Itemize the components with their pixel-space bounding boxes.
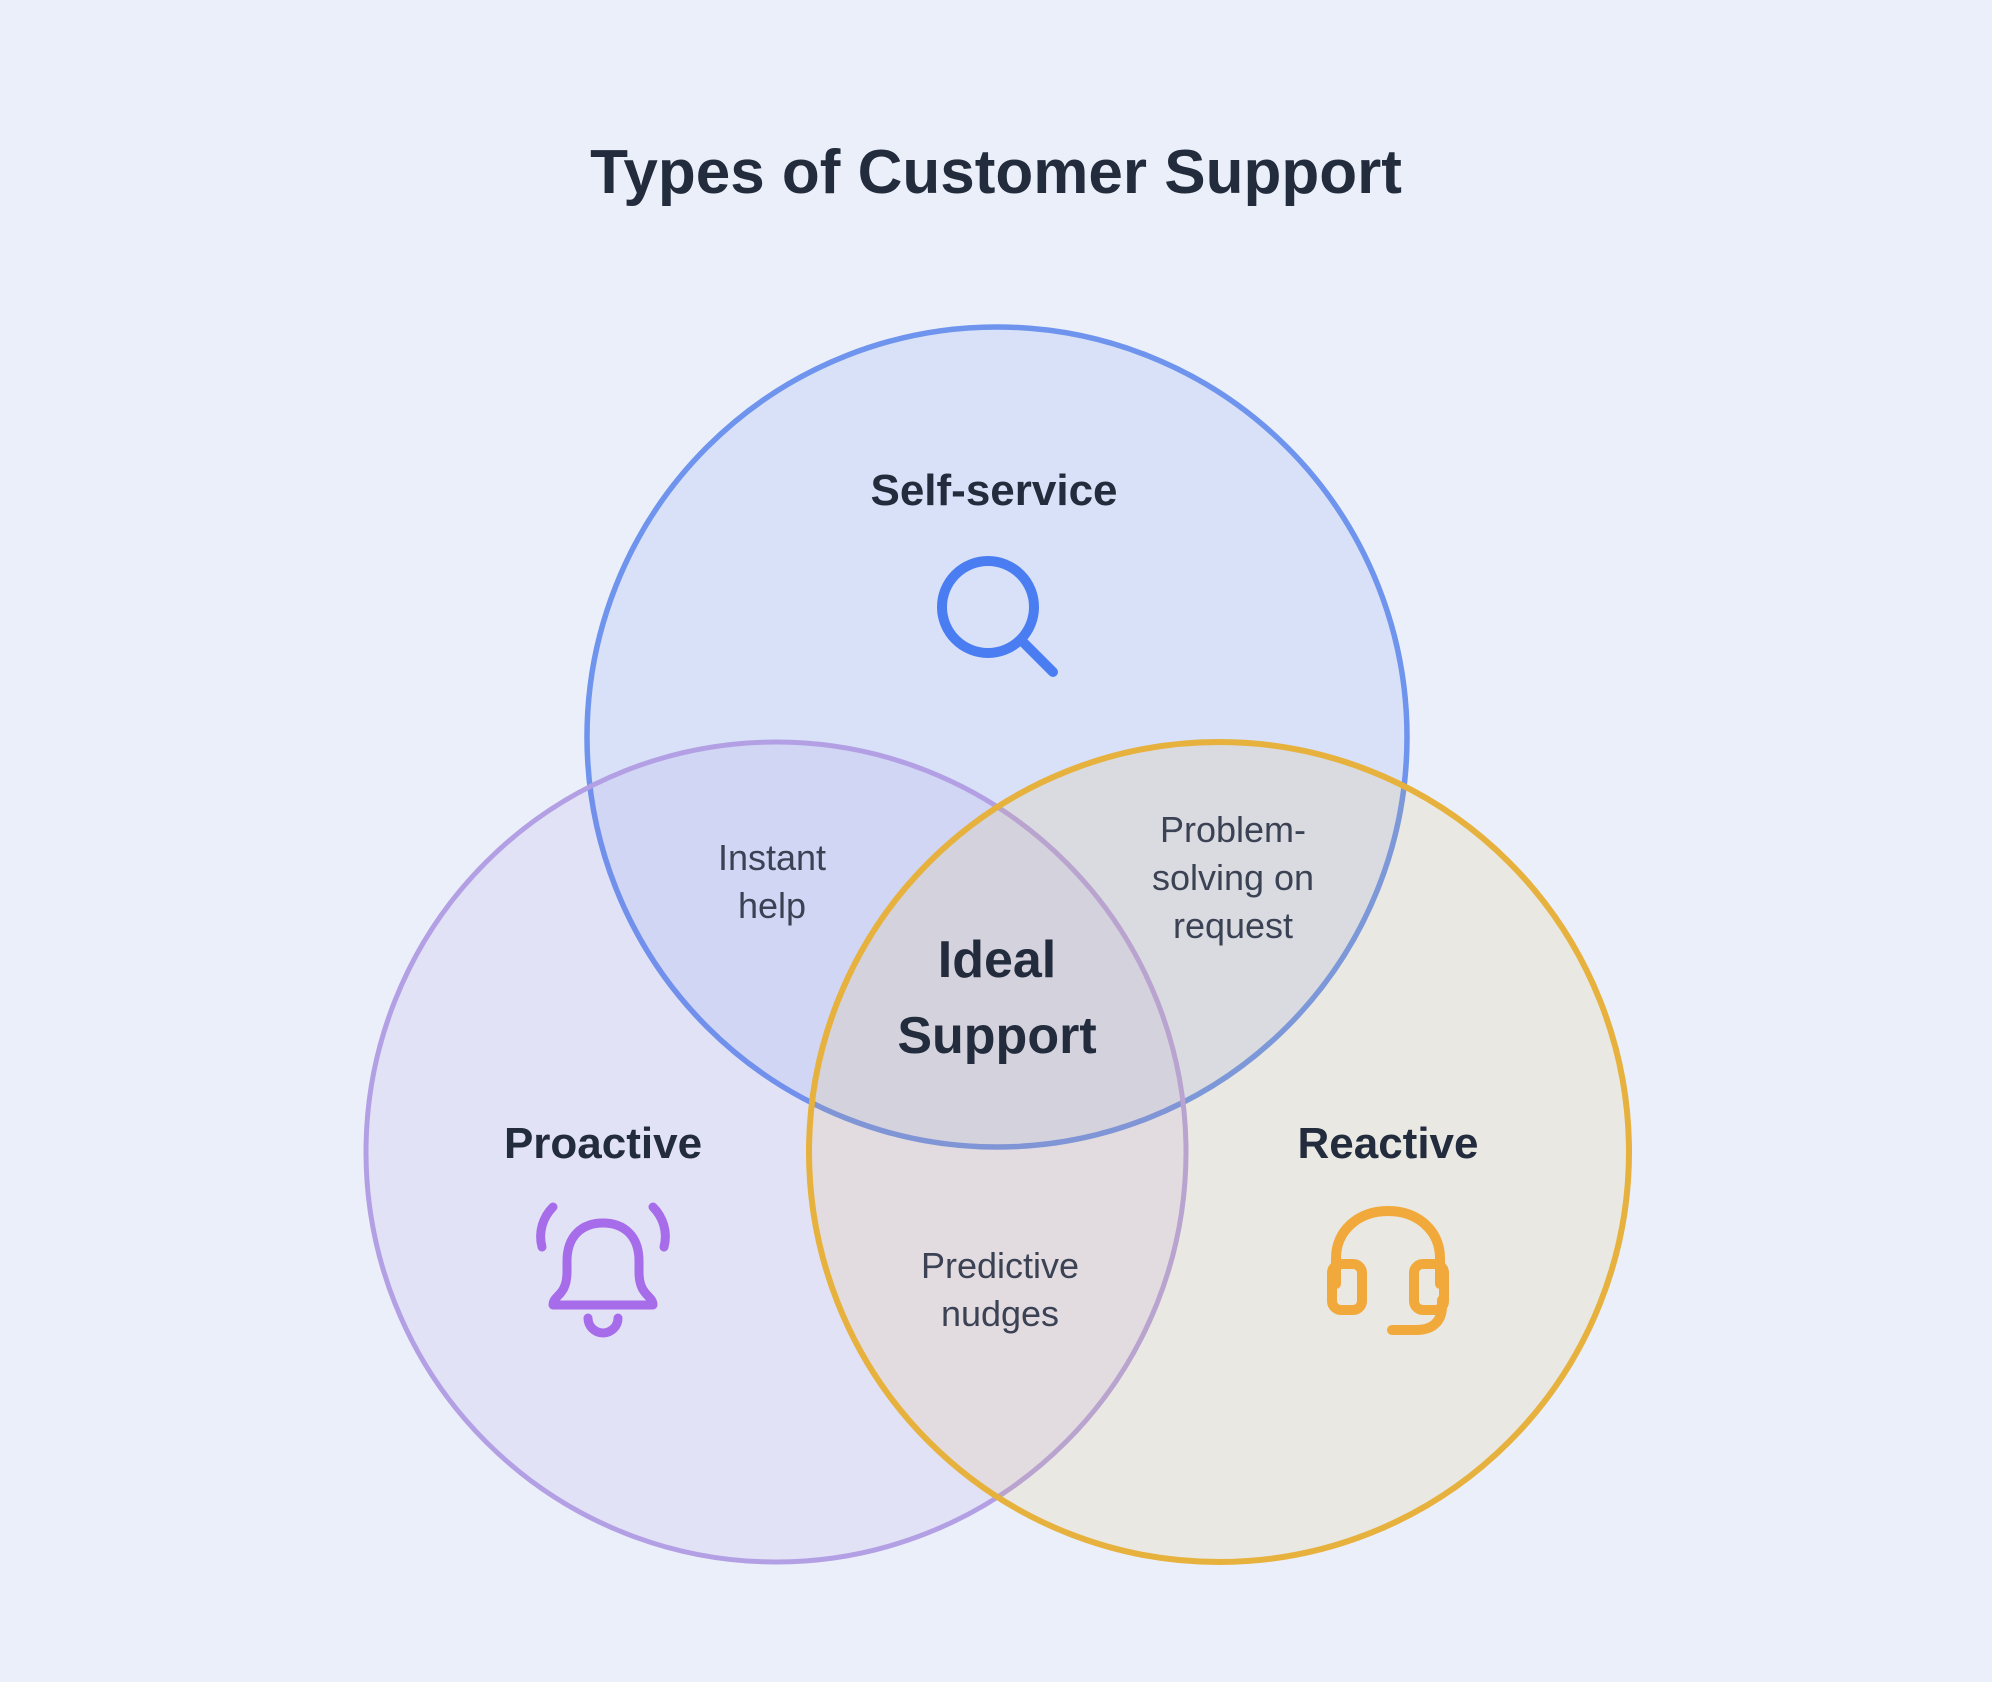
overlap-problem-solving-line1: Problem- [1160, 809, 1306, 850]
label-proactive: Proactive [504, 1119, 702, 1168]
overlap-instant-help-line2: help [738, 885, 806, 926]
overlap-instant-help-line1: Instant [718, 837, 826, 878]
center-ideal-support-line1: Ideal [938, 931, 1057, 989]
overlap-instant-help: Instant help [718, 837, 826, 926]
label-self-service: Self-service [870, 466, 1117, 515]
bell-icon [536, 1202, 670, 1338]
overlap-predictive-nudges-line2: nudges [941, 1293, 1059, 1334]
venn-circle-proactive [363, 739, 1189, 1565]
overlap-problem-solving: Problem- solving on request [1152, 809, 1314, 946]
search-icon [937, 556, 1058, 677]
label-reactive: Reactive [1297, 1119, 1478, 1168]
center-ideal-support-line2: Support [897, 1007, 1096, 1065]
overlap-predictive-nudges: Predictive nudges [921, 1245, 1079, 1334]
center-ideal-support: Ideal Support [897, 931, 1096, 1065]
venn-circle-reactive [806, 739, 1632, 1565]
venn-circle-self-service [584, 324, 1410, 1150]
headset-icon [1327, 1206, 1449, 1335]
overlap-problem-solving-line2: solving on [1152, 857, 1314, 898]
page-title: Types of Customer Support [590, 138, 1402, 207]
overlap-problem-solving-line3: request [1173, 905, 1293, 946]
overlap-predictive-nudges-line1: Predictive [921, 1245, 1079, 1286]
